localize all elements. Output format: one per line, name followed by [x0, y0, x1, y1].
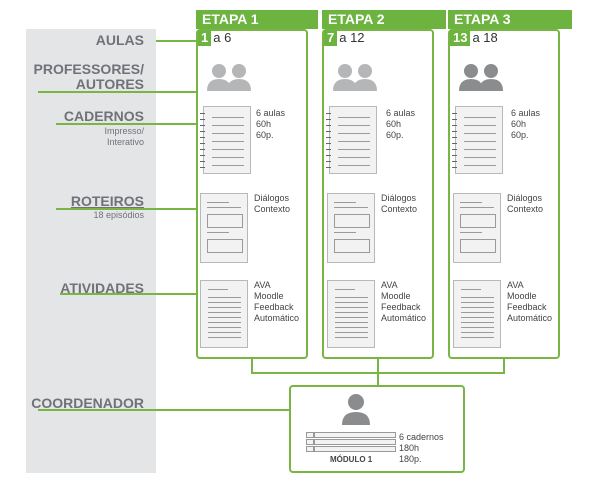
row-label-aulas: AULAS — [95, 32, 144, 48]
bracket-stem-3 — [503, 359, 505, 373]
coordenador-connector-line — [38, 409, 291, 411]
roteiros-sub: 18 episódios — [93, 210, 144, 220]
roteiro-storyboard-icon — [453, 193, 501, 263]
professors-icon — [459, 64, 503, 91]
professores-line-2: AUTORES — [75, 76, 144, 92]
etapa-3-header: ETAPA 3 — [448, 10, 572, 29]
bracket-horizontal — [251, 372, 505, 374]
cadernos-sub-2: Interativo — [106, 137, 144, 147]
row-label-roteiros: ROTEIROS — [70, 193, 144, 209]
atividades-connector-line — [60, 293, 196, 295]
professores-line-1: PROFESSORES/ — [33, 61, 144, 77]
etapa-3-start-chip: 13 — [450, 30, 471, 46]
roteiro-storyboard-icon — [327, 193, 375, 263]
etapa-2-range: a 12 — [339, 30, 365, 45]
etapa-2-header: ETAPA 2 — [322, 10, 446, 29]
row-label-cadernos: CADERNOS — [63, 108, 144, 124]
etapa-1-header: ETAPA 1 — [196, 10, 318, 29]
coordinator-person-icon — [342, 394, 370, 425]
module-stack-icon — [306, 432, 396, 452]
caderno-notebook-icon — [452, 106, 503, 174]
caderno-notebook-icon — [326, 106, 377, 174]
bracket-stem-1 — [251, 359, 253, 373]
atividade-document-icon — [453, 280, 501, 348]
cadernos-connector-line — [56, 123, 196, 125]
cadernos-sub-1: Impresso/ — [104, 126, 144, 136]
row-label-coordenador: COORDENADOR — [31, 395, 144, 411]
modulo-label: MÓDULO 1 — [330, 455, 373, 464]
roteiros-connector-line — [56, 208, 196, 210]
professors-icon — [207, 64, 251, 91]
professors-icon — [333, 64, 377, 91]
roteiro-storyboard-icon — [200, 193, 248, 263]
row-labels-panel — [26, 29, 156, 473]
professores-connector-line — [38, 91, 196, 93]
row-label-atividades: ATIVIDADES — [60, 280, 144, 296]
coordenador-box — [289, 385, 465, 473]
etapa-2-start-chip: 7 — [324, 30, 338, 46]
etapa-1-range: a 6 — [213, 30, 232, 45]
etapa-3-range: a 18 — [472, 30, 498, 45]
etapa-1-start-chip: 1 — [198, 30, 212, 46]
caderno-notebook-icon — [200, 106, 251, 174]
aulas-connector-line — [156, 40, 196, 42]
atividade-document-icon — [200, 280, 248, 348]
row-label-professores: PROFESSORES/ AUTORES — [26, 62, 144, 92]
atividade-document-icon — [327, 280, 375, 348]
